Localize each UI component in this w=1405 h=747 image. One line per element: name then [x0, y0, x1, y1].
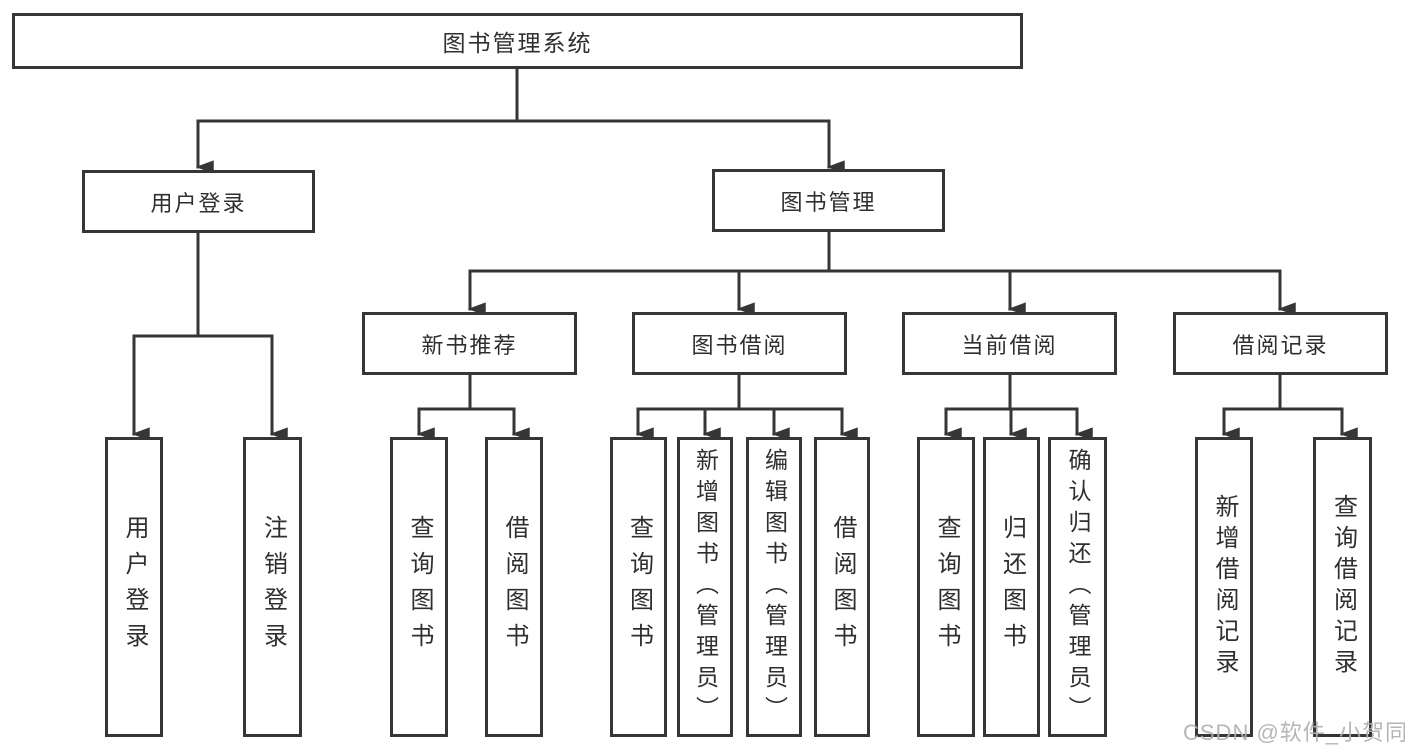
node-label: 借阅记录	[1232, 332, 1329, 358]
leaf-add-borrow-record: 新增借阅记录	[1195, 437, 1253, 737]
node-label: 用户登录	[150, 190, 247, 216]
node-label: 图书管理	[780, 189, 877, 215]
leaf-label: 查询图书	[406, 515, 433, 659]
leaf-add-books-admin: 新增图书（管理员）	[677, 437, 733, 737]
node-user-login: 用户登录	[82, 170, 315, 233]
node-current-borrow: 当前借阅	[902, 312, 1117, 375]
leaf-logout: 注销登录	[243, 437, 302, 737]
leaf-label: 新增借阅记录	[1211, 494, 1238, 680]
leaf-label: 查询图书	[625, 515, 653, 659]
leaf-label: 确认归还（管理员）	[1065, 447, 1091, 727]
leaf-label: 注销登录	[259, 515, 287, 659]
node-label: 图书管理系统	[442, 30, 593, 56]
leaf-confirm-return-admin: 确认归还（管理员）	[1048, 437, 1107, 737]
node-new-book-recommend: 新书推荐	[362, 312, 577, 375]
leaf-user-login: 用户登录	[105, 437, 163, 737]
node-borrow-records: 借阅记录	[1173, 312, 1388, 375]
node-library-management-system: 图书管理系统	[12, 13, 1023, 69]
leaf-label: 编辑图书（管理员）	[761, 447, 788, 727]
leaf-label: 归还图书	[998, 515, 1026, 659]
leaf-label: 新增图书（管理员）	[692, 447, 719, 727]
node-book-borrow: 图书借阅	[632, 312, 847, 375]
leaf-borrow-books-2: 借阅图书	[814, 437, 870, 737]
leaf-label: 查询图书	[933, 515, 960, 659]
leaf-query-books-2: 查询图书	[610, 437, 667, 737]
leaf-return-books: 归还图书	[983, 437, 1040, 737]
leaf-label: 查询借阅记录	[1329, 494, 1357, 680]
leaf-label: 用户登录	[121, 515, 148, 659]
node-book-management: 图书管理	[712, 169, 945, 232]
node-label: 当前借阅	[961, 332, 1058, 358]
leaf-query-books-1: 查询图书	[390, 437, 448, 737]
leaf-query-borrow-record: 查询借阅记录	[1313, 437, 1372, 737]
node-label: 新书推荐	[421, 332, 518, 358]
leaf-edit-books-admin: 编辑图书（管理员）	[746, 437, 802, 737]
node-label: 图书借阅	[691, 332, 788, 358]
leaf-label: 借阅图书	[501, 515, 528, 659]
leaf-query-books-3: 查询图书	[917, 437, 975, 737]
leaf-label: 借阅图书	[829, 515, 856, 659]
csdn-watermark: CSDN @软件_小贺同学	[1183, 720, 1405, 745]
leaf-borrow-books-1: 借阅图书	[485, 437, 543, 737]
